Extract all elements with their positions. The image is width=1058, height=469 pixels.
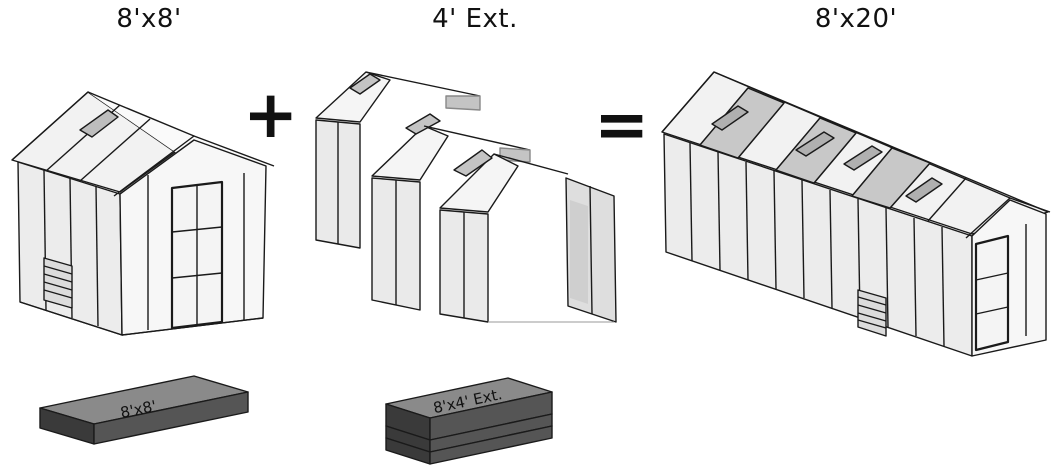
box-8x4-ext-package xyxy=(385,377,553,465)
box-8x8-package xyxy=(39,375,249,445)
result-size-heading: 8'x20' xyxy=(814,4,898,34)
extension-modules-illustration xyxy=(315,71,617,323)
greenhouse-8x20-illustration xyxy=(661,71,1051,357)
extension-heading: 4' Ext. xyxy=(432,4,518,34)
plus-sign: + xyxy=(243,76,299,153)
base-size-heading: 8'x8' xyxy=(116,4,182,34)
equals-sign: = xyxy=(594,86,650,163)
greenhouse-8x8-illustration xyxy=(11,91,275,336)
